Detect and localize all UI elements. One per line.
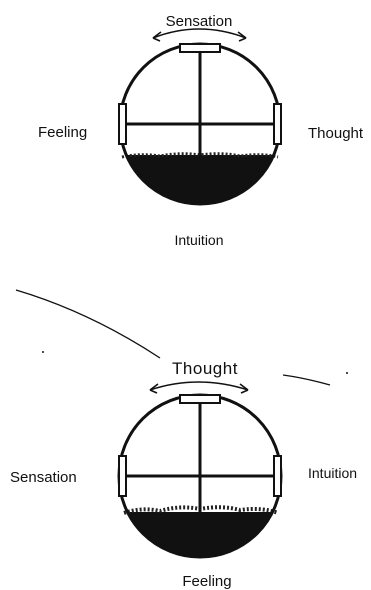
label-right: Thought: [308, 125, 364, 142]
stray-dot-2: [346, 372, 348, 374]
slot-right: [274, 456, 281, 496]
label-bottom: Intuition: [174, 232, 223, 248]
slot-left: [119, 104, 126, 144]
function-diagram-2: Thought Sensation Intuition Feeling: [10, 359, 357, 590]
slot-right: [274, 104, 281, 144]
slot-top: [180, 44, 220, 52]
label-right: Intuition: [308, 465, 357, 481]
label-left: Feeling: [38, 124, 87, 141]
function-diagram-1: Sensation Feeling Thought Intuition: [38, 13, 364, 248]
dark-lower-region: [110, 512, 290, 572]
label-top: Sensation: [166, 13, 233, 30]
rotation-arrow: [153, 29, 246, 38]
dark-lower-region: [110, 155, 290, 215]
label-top: Thought: [172, 359, 238, 378]
label-left: Sensation: [10, 469, 77, 486]
stray-line-long: [16, 290, 160, 358]
label-bottom: Feeling: [182, 573, 231, 590]
stray-dot-1: [42, 351, 44, 353]
slot-left: [119, 456, 126, 496]
rotation-arrow: [150, 382, 248, 390]
slot-top: [180, 395, 220, 403]
stray-line-short: [283, 375, 330, 385]
